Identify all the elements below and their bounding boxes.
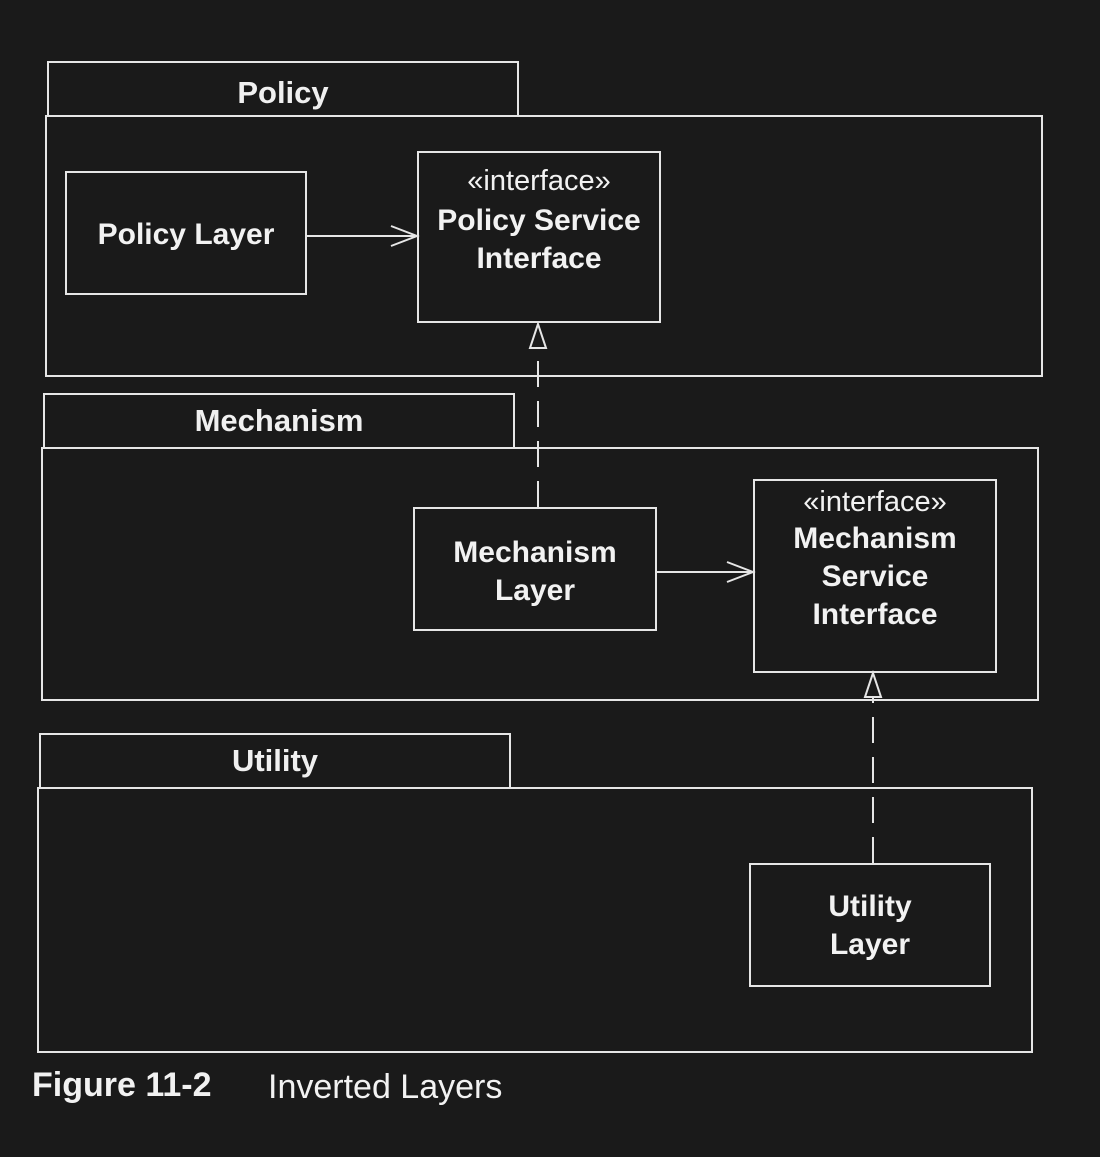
policy-layer-class: Policy Layer — [65, 171, 307, 295]
utility-layer-box — [749, 863, 991, 987]
mechanism-package-body — [41, 447, 1039, 701]
mechanism-layer-class: Mechanism Layer — [413, 507, 657, 631]
figure-caption: Figure 11-2 Inverted Layers — [32, 1066, 502, 1106]
policy-service-interface-name-line1: Policy Service — [437, 204, 640, 237]
policy-layer-label: Policy Layer — [98, 218, 275, 251]
mechanism-layer-realizes-policy-service-arrow — [528, 320, 548, 507]
policy-layer-box — [65, 171, 307, 295]
mechanism-service-interface-name-line2: Service — [822, 560, 929, 593]
policy-service-interface-box — [417, 151, 661, 323]
utility-layer-class: Utility Layer — [749, 863, 991, 987]
figure-caption-title: Inverted Layers — [268, 1068, 502, 1106]
figure-caption-number: Figure 11-2 — [32, 1066, 212, 1104]
mechanism-layer-name-line2: Layer — [495, 574, 575, 607]
policy-package-label: Policy — [237, 75, 329, 110]
mechanism-service-interface-stereotype: «interface» — [803, 486, 947, 518]
mechanism-service-interface-box — [753, 479, 997, 673]
mechanism-package-label: Mechanism — [195, 403, 364, 438]
utility-realization-triangle — [863, 669, 883, 698]
mechanism-realization-triangle — [528, 320, 548, 349]
policy-service-interface-name-line2: Interface — [476, 242, 601, 275]
mechanism-layer-name-line1: Mechanism — [453, 536, 616, 569]
policy-service-interface-class: «interface» Policy Service Interface — [417, 151, 661, 323]
mechanism-layer-uses-mechanism-service-arrow — [656, 561, 756, 583]
utility-layer-name-line1: Utility — [828, 890, 912, 923]
utility-package-body — [37, 787, 1033, 1053]
policy-layer-association-arrowhead — [390, 225, 420, 247]
policy-package-body — [45, 115, 1043, 377]
utility-layer-realizes-mechanism-service-arrow — [863, 669, 883, 863]
mechanism-layer-box — [413, 507, 657, 631]
mechanism-service-interface-class: «interface» Mechanism Service Interface — [753, 479, 997, 673]
mechanism-service-interface-name-line1: Mechanism — [793, 522, 956, 555]
policy-package: Policy — [45, 61, 1043, 377]
utility-package-label: Utility — [232, 743, 319, 778]
policy-service-interface-stereotype: «interface» — [467, 165, 611, 197]
utility-layer-name-line2: Layer — [830, 928, 910, 961]
mechanism-layer-association-arrowhead — [726, 561, 756, 583]
mechanism-package: Mechanism — [41, 393, 1039, 701]
policy-layer-uses-policy-service-arrow — [306, 225, 420, 247]
mechanism-service-interface-name-line3: Interface — [812, 598, 937, 631]
utility-package: Utility — [37, 733, 1033, 1053]
